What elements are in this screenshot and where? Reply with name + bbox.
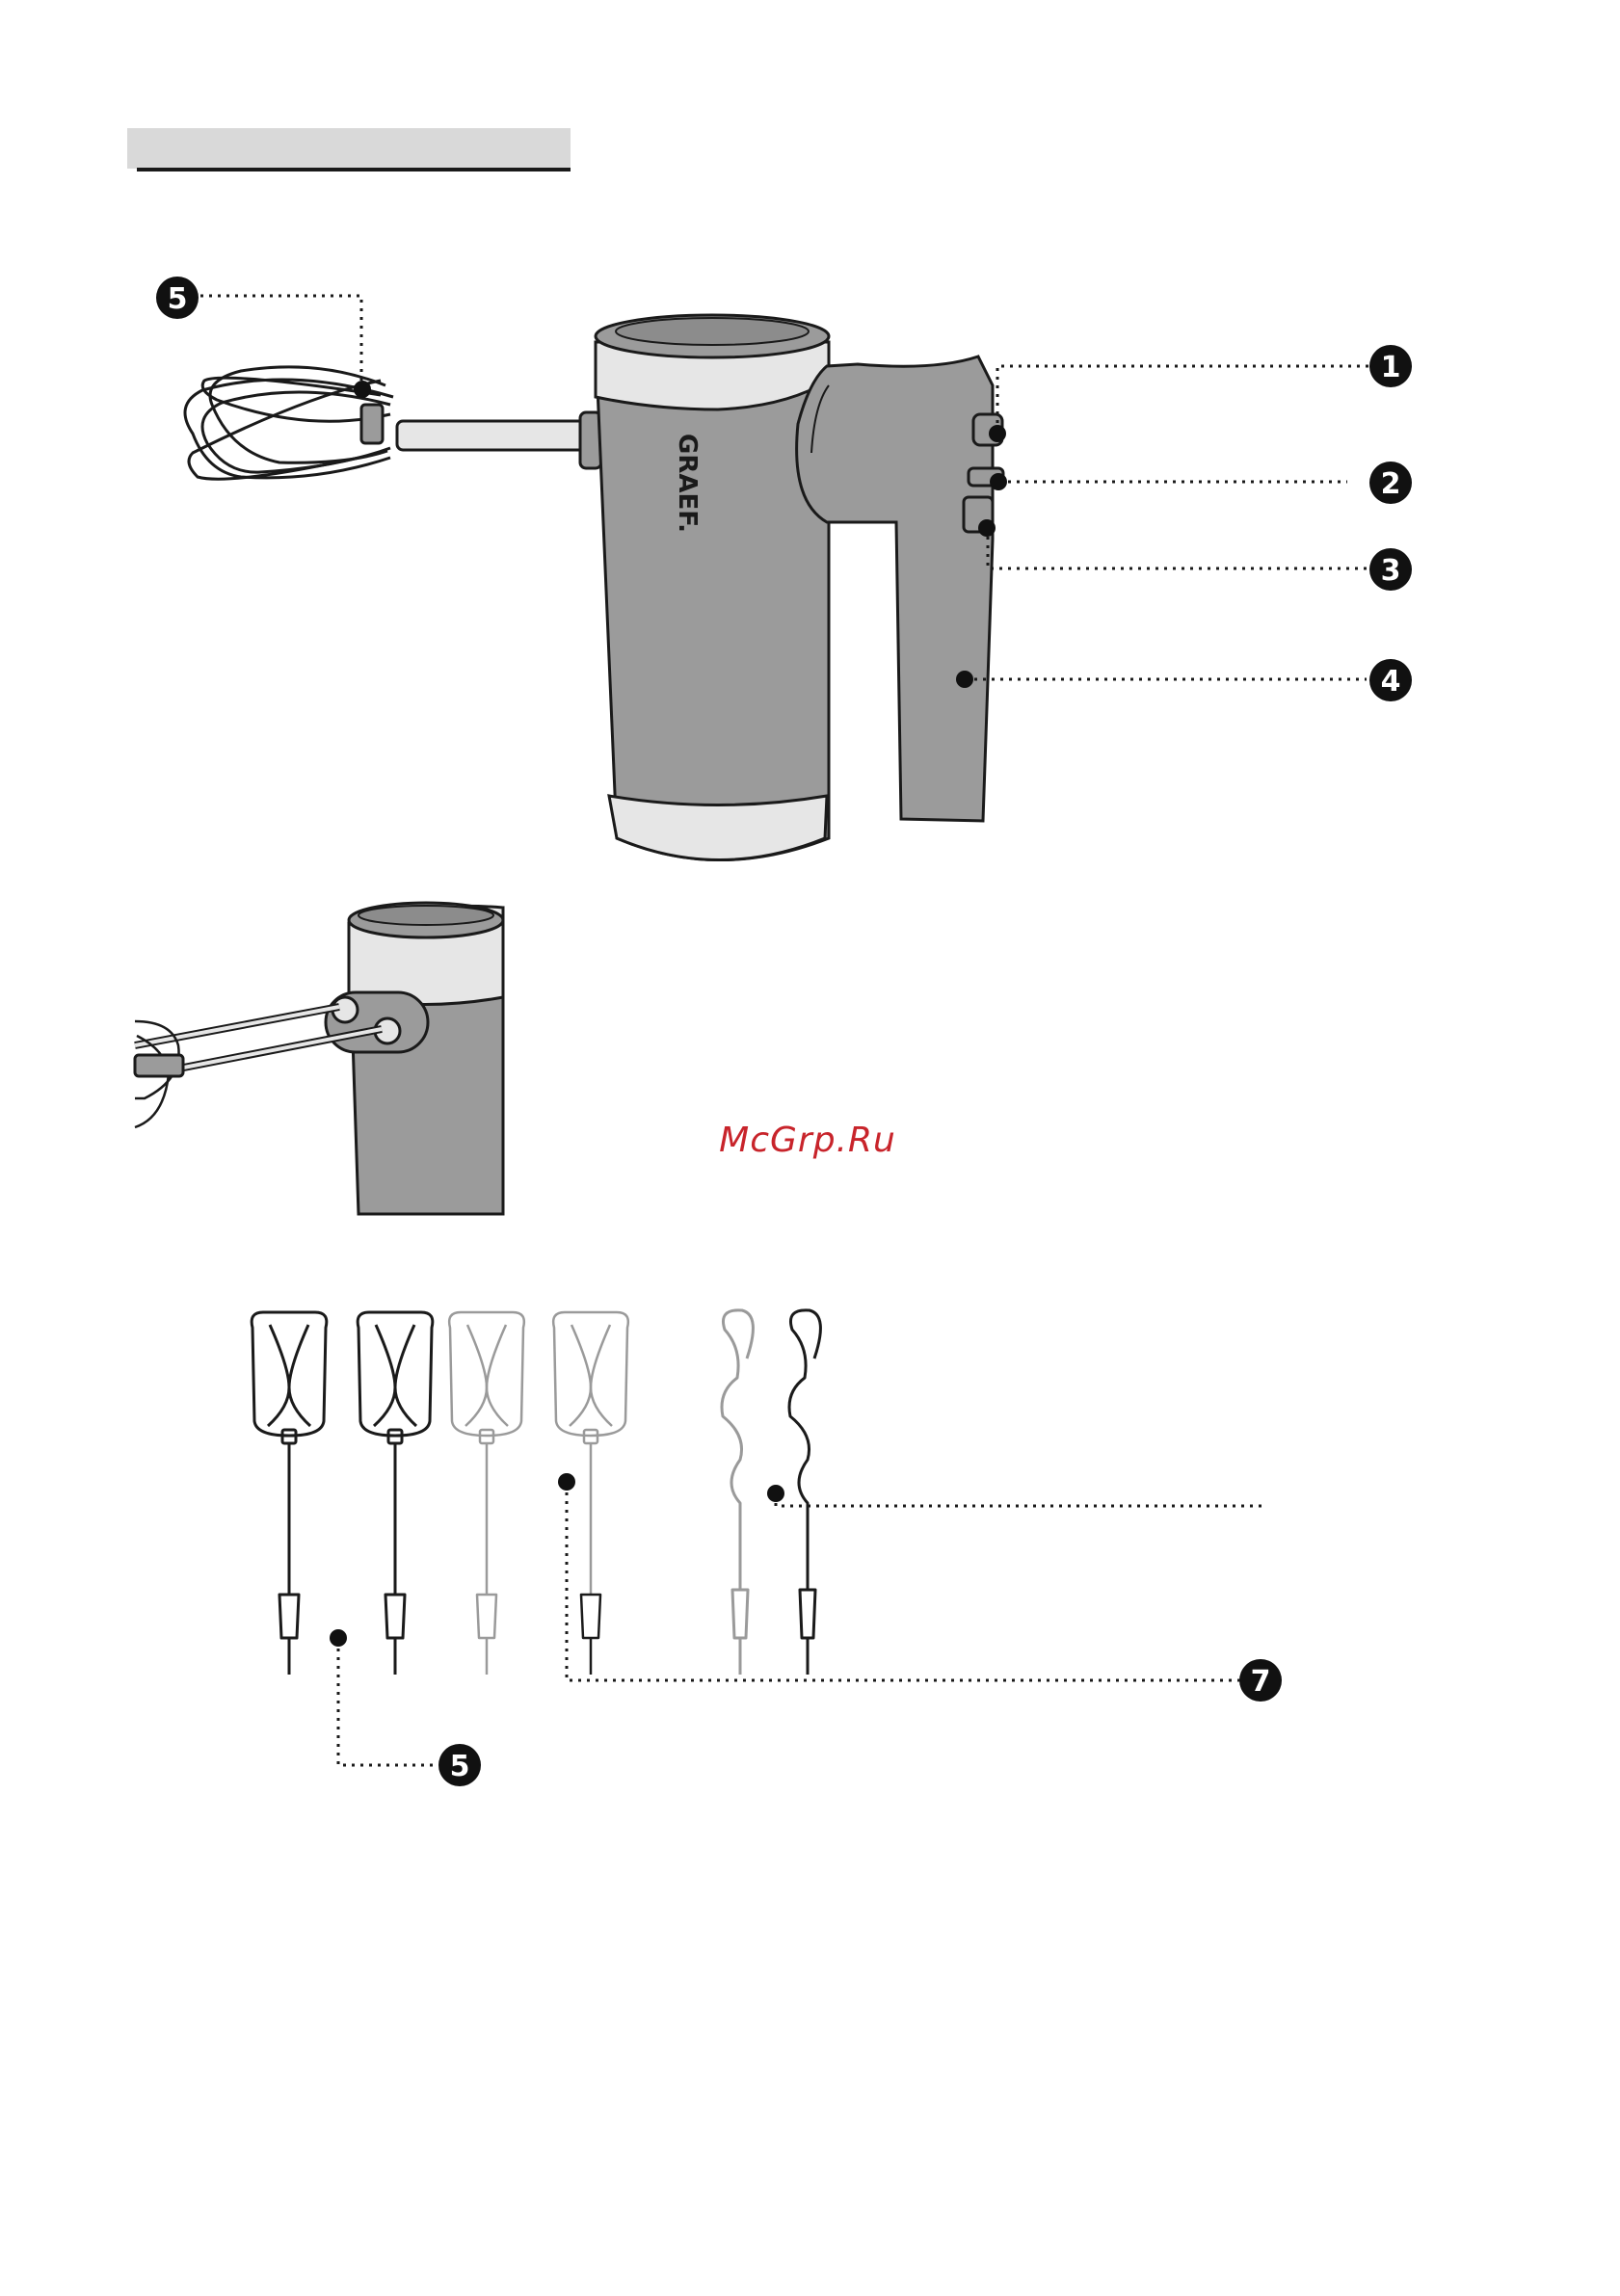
svg-text:7: 7 [1251,1665,1271,1699]
callout-badge-2: 2 [1369,462,1412,504]
svg-text:5: 5 [168,282,188,316]
svg-text:5: 5 [450,1750,470,1783]
hand-mixer-illustration [185,315,1003,860]
callout-badge-1: 1 [1369,345,1412,387]
accessories [252,1310,820,1675]
dough-hook-1 [722,1310,753,1675]
mixer-body [596,342,829,860]
watermark: McGrp.Ru [719,1121,896,1160]
svg-text:1: 1 [1381,351,1401,384]
whisk-beater-4 [553,1312,628,1675]
callout-badge-3: 3 [1369,548,1412,591]
mixer-bottom-band [609,796,827,860]
svg-text:4: 4 [1381,665,1401,699]
svg-text:2: 2 [1381,467,1401,501]
brand-logo: GRAEF. [673,434,702,533]
callout-badge-4: 4 [1369,659,1412,701]
beater-shaft [397,421,590,450]
dough-hook-2 [789,1310,820,1675]
callout-dots-bottom [330,1473,784,1647]
whisk-beater-2 [358,1312,433,1675]
section-header-bar [127,128,571,170]
whisk-beater-1 [252,1312,327,1675]
callout-badge-5-top: 5 [156,277,199,319]
svg-text:3: 3 [1381,554,1401,588]
whisk-beater-3 [449,1312,524,1675]
callout-badge-5-bottom: 5 [438,1744,481,1786]
callout-badge-7: 7 [1239,1659,1282,1702]
detail-inset-beater-socket [135,903,503,1214]
